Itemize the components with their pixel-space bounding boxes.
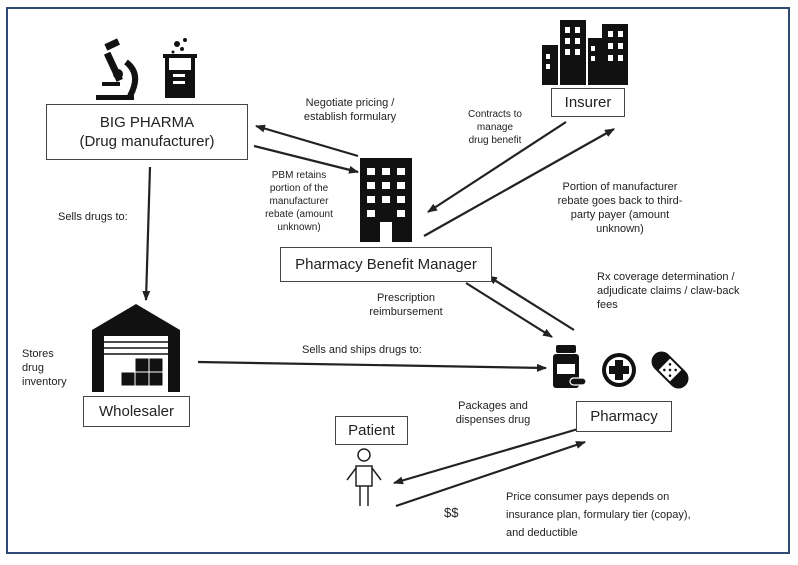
- sells-ships-label: Sells and ships drugs to:: [302, 344, 422, 356]
- pbm-retains-line-2: portion of the: [269, 183, 329, 194]
- negotiate-line-1: Negotiate pricing /: [305, 97, 395, 109]
- stores-label: Stores drug inventory: [22, 347, 67, 389]
- portion-back-label: Portion of manufacturer rebate goes back…: [535, 180, 705, 236]
- price-line-2: insurance plan, formulary tier (copay),: [506, 509, 691, 521]
- packages-line-1: Packages and: [458, 400, 528, 412]
- arrow-pharma-to-wholesaler: [142, 166, 152, 301]
- arrow-pbm-to-pharma: [255, 124, 359, 158]
- big-pharma-subtitle: (Drug manufacturer): [79, 133, 215, 150]
- arrow-insurer-to-pbm: [427, 121, 567, 213]
- prescription-label: Prescription reimbursement: [356, 291, 456, 319]
- price-line-3: and deductible: [506, 527, 578, 539]
- pbm-retains-label: PBM retains portion of the manufacturer …: [256, 169, 342, 234]
- negotiate-line-2: establish formulary: [303, 111, 397, 123]
- wholesaler-box: Wholesaler: [83, 396, 190, 427]
- pbm-retains-line-3: manufacturer: [269, 196, 329, 207]
- packages-label: Packages and dispenses drug: [443, 399, 543, 427]
- rx-coverage-line-2: adjudicate claims / claw-back: [597, 285, 740, 297]
- big-pharma-title: BIG PHARMA: [99, 114, 195, 131]
- pbm-box: Pharmacy Benefit Manager: [280, 247, 492, 282]
- contracts-line-2: manage: [476, 122, 514, 133]
- price-label: Price consumer pays depends on insurance…: [506, 488, 691, 542]
- arrow-pbm-to-insurer: [423, 128, 615, 237]
- dollars-label: $$: [444, 505, 459, 520]
- portion-back-line-3: party payer (amount: [570, 209, 670, 221]
- insurer-box: Insurer: [551, 88, 625, 117]
- rx-coverage-label: Rx coverage determination / adjudicate c…: [597, 270, 739, 312]
- patient-box: Patient: [335, 416, 408, 445]
- bandage-icon: [651, 351, 689, 389]
- pbm-retains-line-4: rebate (amount: [265, 209, 333, 220]
- stores-line-3: inventory: [22, 376, 67, 388]
- portion-back-line-2: rebate goes back to third-: [557, 195, 683, 207]
- pbm-retains-line-5: unknown): [277, 222, 321, 233]
- pharmacy-box: Pharmacy: [576, 401, 672, 432]
- arrow-pharmacy-to-pbm: [487, 275, 575, 331]
- arrow-pbm-to-pharmacy: [465, 282, 553, 338]
- wholesaler-label: Wholesaler: [98, 403, 175, 420]
- contracts-label: Contracts to manage drug benefit: [457, 108, 533, 147]
- pbm-label: Pharmacy Benefit Manager: [295, 256, 477, 273]
- microscope-icon: [96, 38, 139, 100]
- packages-line-2: dispenses drug: [455, 414, 531, 426]
- diagram-frame: [6, 7, 790, 554]
- big-pharma-box: BIG PHARMA (Drug manufacturer): [46, 104, 248, 160]
- arrow-wholesaler-to-pharmacy: [197, 360, 547, 372]
- pill-bottle-icon: [553, 345, 587, 388]
- arrow-pharma-to-pbm: [253, 144, 359, 174]
- pharmacy-label: Pharmacy: [590, 408, 658, 425]
- negotiate-label: Negotiate pricing / establish formulary: [290, 96, 410, 124]
- insurer-label: Insurer: [564, 94, 612, 111]
- sells-drugs-label: Sells drugs to:: [58, 211, 128, 223]
- stores-line-1: Stores: [22, 348, 54, 360]
- contracts-line-3: drug benefit: [468, 135, 522, 146]
- prescription-line-1: Prescription: [376, 292, 436, 304]
- arrow-pharmacy-to-patient: [393, 427, 579, 485]
- contracts-line-1: Contracts to: [468, 109, 522, 120]
- portion-back-line-4: unknown): [596, 223, 644, 235]
- prescription-line-2: reimbursement: [369, 306, 443, 318]
- arrow-patient-to-pharmacy: [395, 440, 586, 508]
- price-line-1: Price consumer pays depends on: [506, 491, 670, 503]
- medical-cross-icon: [602, 353, 636, 387]
- patient-label: Patient: [348, 422, 395, 439]
- stores-line-2: drug: [22, 362, 45, 374]
- portion-back-line-1: Portion of manufacturer: [562, 181, 678, 193]
- rx-coverage-line-1: Rx coverage determination /: [597, 271, 735, 283]
- office-building-icon: [360, 158, 412, 242]
- person-icon: [346, 448, 382, 506]
- pbm-retains-line-1: PBM retains: [271, 170, 327, 181]
- beaker-icon: [163, 38, 197, 98]
- city-buildings-icon: [542, 20, 628, 85]
- warehouse-icon: [92, 304, 180, 392]
- rx-coverage-line-3: fees: [597, 299, 618, 311]
